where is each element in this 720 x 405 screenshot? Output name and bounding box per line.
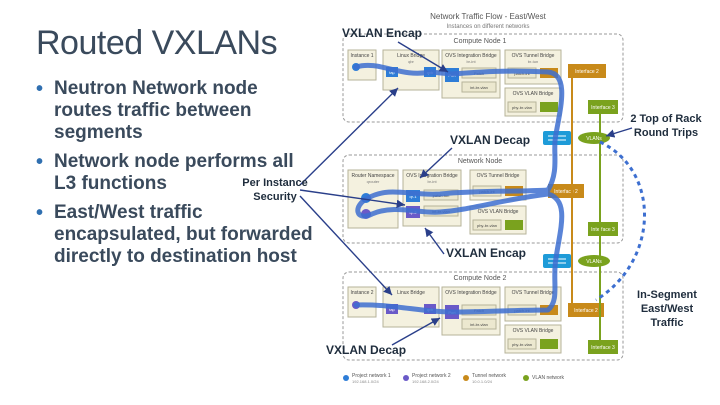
legend-project1-icon (343, 375, 349, 381)
patch-phyvlan-nn (472, 219, 502, 231)
interface-3-nn (588, 222, 618, 236)
compute-node-1-label: Compute Node 1 (454, 38, 507, 45)
ovs-vlan-1-label: OVS VLAN Bridge (513, 91, 554, 97)
legend-tunnel-label: Tunnel network (472, 373, 506, 379)
callout-in-segment: In-Segment East/West Traffic (637, 289, 697, 329)
diagram-subtitle: Instances on different networks (447, 24, 530, 30)
legend-tunnel-sub: 10.0.1.0/24 (472, 379, 493, 384)
interface-3-c1-label: Interface 3 (591, 105, 615, 111)
callout-arrows (299, 41, 633, 346)
ovs-vlan-2-label: OVS VLAN Bridge (513, 328, 554, 334)
interface-2-nn-label: Interface 2 (554, 189, 578, 195)
interface-3-c2 (588, 340, 618, 354)
compute-node-1-boxes: Instance 1 Linux Bridge qbr tap qvb OVS … (347, 49, 618, 117)
ovs-vlan-nn-label: OVS VLAN Bridge (478, 209, 519, 215)
linux-bridge-1-sub: qbr (408, 59, 414, 64)
vlans-cloud-1-label: VLANs (586, 136, 602, 142)
tap-port-1-label: tap (389, 70, 395, 75)
callout-vxlan-decap-mid: VXLAN Decap (450, 133, 531, 147)
callout-vxlan-decap-bottom: VXLAN Decap (326, 343, 407, 357)
patch-phyvlan-nn-label: phy-br-vlan (477, 223, 497, 228)
interface-3-c1 (588, 100, 618, 114)
ovs-tunnel-2-label: OVS Tunnel Bridge (512, 290, 555, 296)
network-node-frame (342, 154, 624, 244)
patch-intvlan-2-label: int-br-vlan (470, 322, 488, 327)
instance-1-label: Instance 1 (350, 53, 373, 59)
legend: Project network 1 192.168.1.0/24 Project… (343, 373, 564, 384)
linux-bridge-1-label: Linux Bridge (397, 53, 425, 59)
interface-2-c1 (568, 64, 606, 78)
bullet-item: • Neutron Network node routes traffic bet… (34, 78, 314, 144)
callout-vxlan-encap-top: VXLAN Encap (342, 26, 423, 40)
bullet-list: • Neutron Network node routes traffic bet… (34, 78, 314, 275)
vlans-cloud-2-label: VLANs (586, 259, 602, 265)
patch-intvlan-2 (461, 318, 497, 330)
legend-project1-sub: 192.168.1.0/24 (352, 379, 379, 384)
tap-port-2-label: tap (389, 307, 395, 312)
router-namespace-box (347, 169, 399, 229)
ovs-integration-nn-label: OVS Integration Bridge (406, 173, 458, 179)
legend-vlan-label: VLAN network (532, 375, 564, 381)
legend-project1-label: Project network 1 (352, 373, 391, 379)
interface-2-c2 (568, 303, 604, 317)
vlans-cloud-1 (578, 132, 610, 144)
in-segment-arc (595, 140, 646, 302)
compute-node-2-label: Compute Node 2 (454, 275, 507, 282)
ovs-tunnel-1-label: OVS Tunnel Bridge (512, 53, 555, 59)
interface-2-nn (548, 184, 584, 198)
linux-bridge-2-label: Linux Bridge (397, 290, 425, 296)
callout-top-of-rack: 2 Top of Rack Round Trips (630, 113, 702, 139)
router-namespace-label: Router Namespace (351, 173, 394, 179)
compute-node-2-frame (342, 271, 624, 361)
traffic-flow-path (353, 62, 565, 315)
patch-intvlan-1 (461, 81, 497, 93)
bullet-item: • Network node performs all L3 functions (34, 151, 314, 195)
ovs-integration-1-label: OVS Integration Bridge (445, 53, 497, 59)
patch-intvlan-1-label: int-br-vlan (470, 85, 488, 90)
patch-phyvlan-2 (507, 338, 537, 350)
ovs-tunnel-nn-label: OVS Tunnel Bridge (477, 173, 520, 179)
legend-project2-icon (403, 375, 409, 381)
bullet-dot-icon: • (36, 78, 44, 100)
qr1-port-label: qr-1 (409, 194, 417, 199)
ovs-integration-nn-sub: br-int (427, 179, 437, 184)
tap-port-1 (386, 67, 398, 77)
patch-phyvlan-1 (507, 101, 537, 113)
ovs-tunnel-1-sub: br-tun (528, 59, 538, 64)
ovs-integration-2-label: OVS Integration Bridge (445, 290, 497, 296)
bullet-dot-icon: • (36, 202, 44, 224)
legend-project2-label: Project network 2 (412, 373, 451, 379)
bullet-dot-icon: • (36, 151, 44, 173)
callout-per-instance-security: Per Instance Security (242, 177, 308, 203)
legend-project2-sub: 192.168.2.0/24 (412, 379, 439, 384)
vlan-port-nn (505, 220, 523, 230)
bullet-text: Network node performs all L3 functions (54, 151, 294, 194)
patch-phyvlan-2-label: phy-br-vlan (512, 342, 532, 347)
instance-2-label: Instance 2 (350, 290, 373, 296)
vlan-port-1 (540, 102, 558, 112)
interface-3-c2-label: Interface 3 (591, 345, 615, 351)
instance-2-box (347, 286, 377, 318)
callout-vxlan-encap-mid: VXLAN Encap (446, 246, 527, 260)
interface-2-c1-label: Interface 2 (575, 69, 599, 75)
ovs-integration-1-sub: br-int (466, 59, 476, 64)
interface-2-c2-label: Interface 2 (574, 308, 598, 314)
patch-phyvlan-1-label: phy-br-vlan (512, 105, 532, 110)
slide-title: Routed VXLANs (36, 24, 278, 62)
vlan-port-2 (540, 339, 558, 349)
router-namespace-sub: qrouter (367, 179, 380, 184)
network-node-label: Network Node (458, 158, 502, 165)
bullet-item: • East/West traffic encapsulated, but for… (34, 202, 314, 268)
legend-vlan-icon (523, 375, 529, 381)
compute-node-1-frame (342, 33, 624, 123)
bullet-text: Neutron Network node routes traffic betw… (54, 78, 258, 143)
legend-tunnel-icon (463, 375, 469, 381)
bullet-text: East/West traffic encapsulated, but forw… (54, 202, 313, 267)
interface-3-nn-label: Interface 3 (591, 227, 615, 233)
vlans-cloud-2 (578, 255, 610, 267)
diagram-title: Network Traffic Flow - East/West (430, 12, 547, 21)
